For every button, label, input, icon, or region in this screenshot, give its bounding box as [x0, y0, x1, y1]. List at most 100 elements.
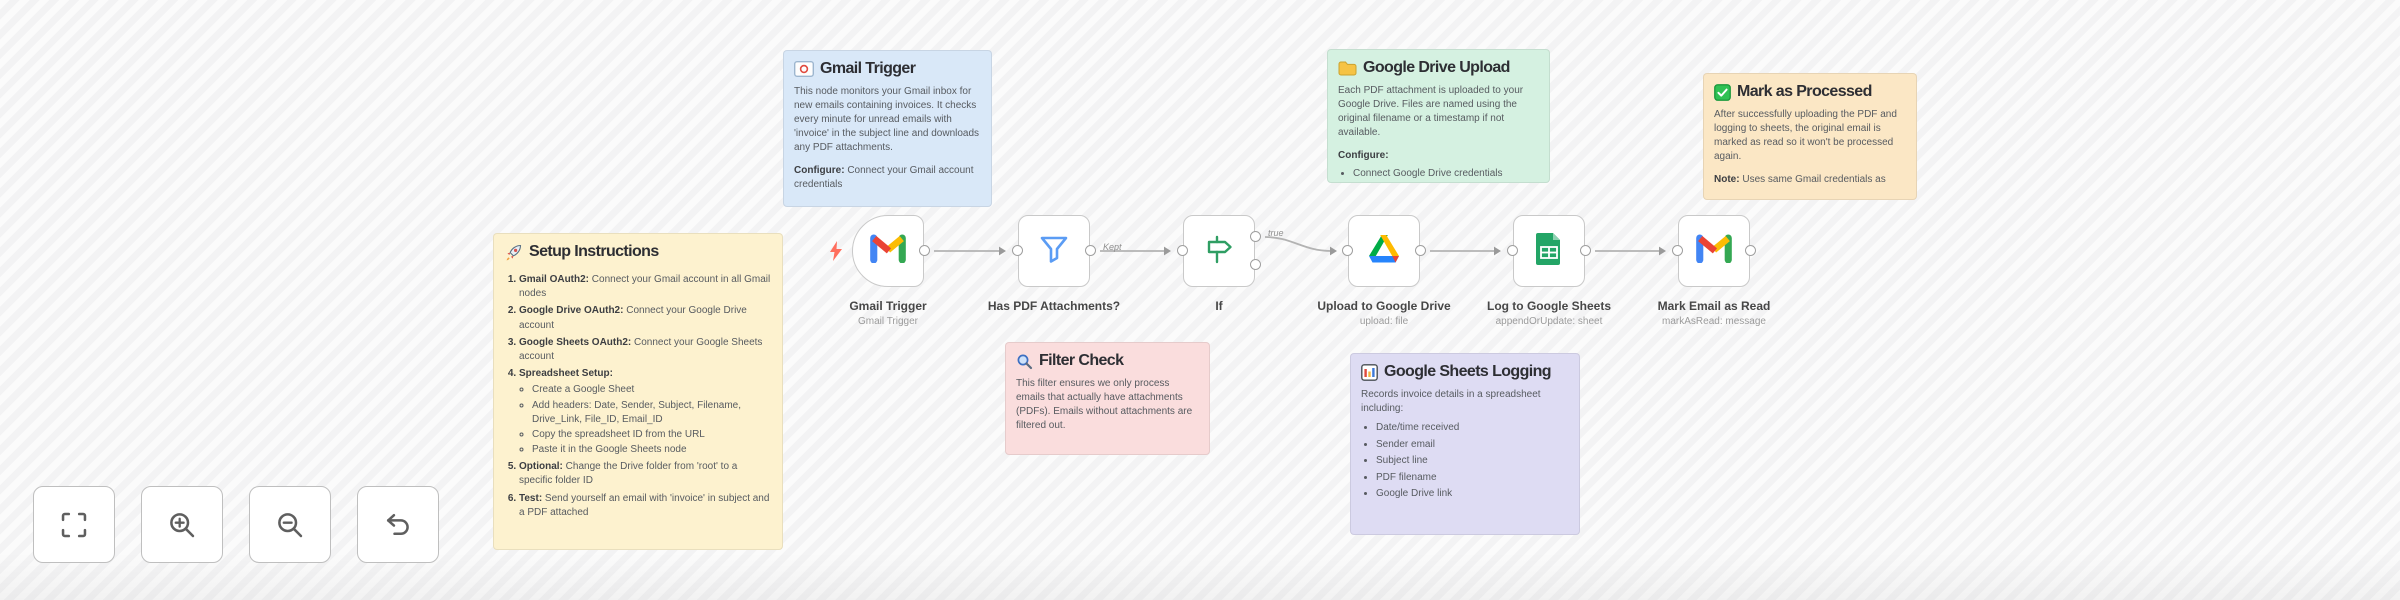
gmail-icon	[1695, 234, 1733, 268]
sticky-title: Google Drive Upload	[1363, 59, 1510, 76]
sticky-title-row: Google Sheets Logging	[1361, 363, 1569, 381]
output-port[interactable]	[1085, 245, 1096, 256]
sticky-body: Records invoice details in a spreadsheet…	[1361, 389, 1541, 415]
undo-icon	[386, 513, 409, 535]
signpost-icon	[1203, 233, 1235, 270]
sticky-title-row: Setup Instructions	[504, 243, 772, 262]
sticky-body: Each PDF attachment is uploaded to your …	[1338, 85, 1524, 139]
sticky-title-row: Filter Check	[1016, 352, 1199, 370]
node-gmail-trigger[interactable]	[852, 215, 930, 287]
node-label: Gmail Trigger	[849, 299, 927, 313]
magnifier-icon	[1016, 353, 1033, 370]
google-sheets-icon	[1535, 232, 1563, 271]
sticky-note-filter-check[interactable]: Filter Check This filter ensures we only…	[1005, 342, 1210, 455]
node-has-pdf-attachments[interactable]	[1012, 215, 1096, 287]
sticky-body: This filter ensures we only process emai…	[1016, 378, 1193, 432]
node-if[interactable]	[1177, 215, 1261, 287]
sticky-bullet: Subject line	[1376, 454, 1569, 469]
setup-substep: Paste it in the Google Sheets node	[532, 443, 772, 457]
setup-step: Spreadsheet Setup: Create a Google Sheet…	[519, 367, 772, 457]
connection-label-kept: Kept	[1103, 242, 1122, 252]
filter-funnel-icon	[1038, 233, 1070, 270]
connection-arrowhead	[999, 246, 1666, 256]
node-mark-email-as-read[interactable]	[1672, 215, 1756, 287]
sticky-note-mark-as-processed[interactable]: Mark as Processed After successfully upl…	[1703, 73, 1917, 200]
sticky-configure-line: Configure: Connect your Gmail account cr…	[794, 165, 974, 191]
output-port-false[interactable]	[1250, 259, 1261, 270]
node-label: Log to Google Sheets	[1486, 299, 1611, 313]
node-label: Mark Email as Read	[1657, 299, 1771, 313]
node-upload-to-google-drive[interactable]	[1342, 215, 1426, 287]
sticky-configure-line: Configure:	[1338, 150, 1389, 162]
setup-steps-list: Gmail OAuth2: Connect your Gmail account…	[504, 273, 772, 520]
output-port[interactable]	[1415, 245, 1426, 256]
check-icon	[1714, 83, 1731, 101]
bar-chart-icon	[1361, 363, 1378, 381]
sticky-note-google-sheets-logging[interactable]: Google Sheets Logging Records invoice de…	[1350, 353, 1580, 535]
undo-button[interactable]	[357, 486, 439, 563]
node-sublabel: upload: file	[1359, 316, 1409, 327]
sticky-title: Google Sheets Logging	[1384, 363, 1552, 380]
node-label: Upload to Google Drive	[1317, 299, 1451, 313]
sticky-title-row: Gmail Trigger	[794, 60, 981, 78]
google-drive-icon	[1366, 233, 1402, 270]
sticky-bullet-list: Date/time received Sender email Subject …	[1361, 421, 1569, 502]
node-log-to-google-sheets[interactable]	[1507, 215, 1591, 287]
sticky-note-gmail-trigger[interactable]: Gmail Trigger This node monitors your Gm…	[783, 50, 992, 207]
email-icon	[794, 61, 814, 78]
input-port[interactable]	[1342, 245, 1353, 256]
node-sublabel: markAsRead: message	[1662, 316, 1766, 327]
sticky-title: Mark as Processed	[1737, 83, 1872, 100]
zoom-in-icon	[170, 512, 195, 537]
output-port[interactable]	[919, 245, 930, 256]
sticky-note-google-drive-upload[interactable]: Google Drive Upload Each PDF attachment …	[1327, 49, 1550, 183]
connection[interactable]	[934, 236, 1659, 252]
rocket-icon	[504, 243, 523, 262]
fit-view-button[interactable]	[33, 486, 115, 563]
node-label: If	[1215, 299, 1223, 313]
trigger-bolt-icon	[830, 241, 842, 261]
setup-substep: Add headers: Date, Sender, Subject, File…	[532, 399, 772, 427]
sticky-body: This node monitors your Gmail inbox for …	[794, 86, 980, 154]
input-port[interactable]	[1177, 245, 1188, 256]
gmail-icon	[869, 234, 907, 268]
setup-step: Google Sheets OAuth2: Connect your Googl…	[519, 336, 772, 364]
setup-substep: Create a Google Sheet	[532, 383, 772, 397]
sticky-title: Gmail Trigger	[820, 60, 916, 77]
input-port[interactable]	[1012, 245, 1023, 256]
node-label: Has PDF Attachments?	[987, 299, 1121, 313]
sticky-bullet: Date/time received	[1376, 421, 1569, 436]
sticky-title-row: Google Drive Upload	[1338, 59, 1539, 77]
sticky-note-setup-instructions[interactable]: Setup Instructions Gmail OAuth2: Connect…	[493, 233, 783, 550]
setup-step: Gmail OAuth2: Connect your Gmail account…	[519, 273, 772, 301]
output-port-true[interactable]	[1250, 231, 1261, 242]
zoom-in-button[interactable]	[141, 486, 223, 563]
sticky-title: Filter Check	[1039, 352, 1124, 369]
output-port[interactable]	[1580, 245, 1591, 256]
connection-label-true: true	[1268, 228, 1284, 238]
input-port[interactable]	[1507, 245, 1518, 256]
setup-step: Google Drive OAuth2: Connect your Google…	[519, 304, 772, 332]
setup-step: Test: Send yourself an email with 'invoi…	[519, 492, 772, 520]
setup-substep: Copy the spreadsheet ID from the URL	[532, 428, 772, 442]
sticky-bullet-list: Connect Google Drive credentials	[1338, 167, 1539, 182]
sticky-bullet: PDF filename	[1376, 471, 1569, 486]
node-sublabel: appendOrUpdate: sheet	[1495, 316, 1603, 327]
sticky-title-row: Mark as Processed	[1714, 83, 1906, 101]
zoom-out-icon	[278, 512, 303, 537]
node-sublabel: Gmail Trigger	[857, 316, 918, 327]
input-port[interactable]	[1672, 245, 1683, 256]
output-port[interactable]	[1745, 245, 1756, 256]
sticky-bullet: Sender email	[1376, 438, 1569, 453]
sticky-note-line: Note: Uses same Gmail credentials as	[1714, 174, 1886, 186]
setup-substeps-list: Create a Google Sheet Add headers: Date,…	[519, 383, 772, 457]
folder-icon	[1338, 61, 1357, 76]
sticky-body: After successfully uploading the PDF and…	[1714, 109, 1897, 163]
fit-view-icon	[61, 512, 87, 537]
sticky-title: Setup Instructions	[529, 243, 659, 261]
setup-step: Optional: Change the Drive folder from '…	[519, 460, 772, 488]
zoom-out-button[interactable]	[249, 486, 331, 563]
sticky-bullet: Google Drive link	[1376, 487, 1569, 502]
